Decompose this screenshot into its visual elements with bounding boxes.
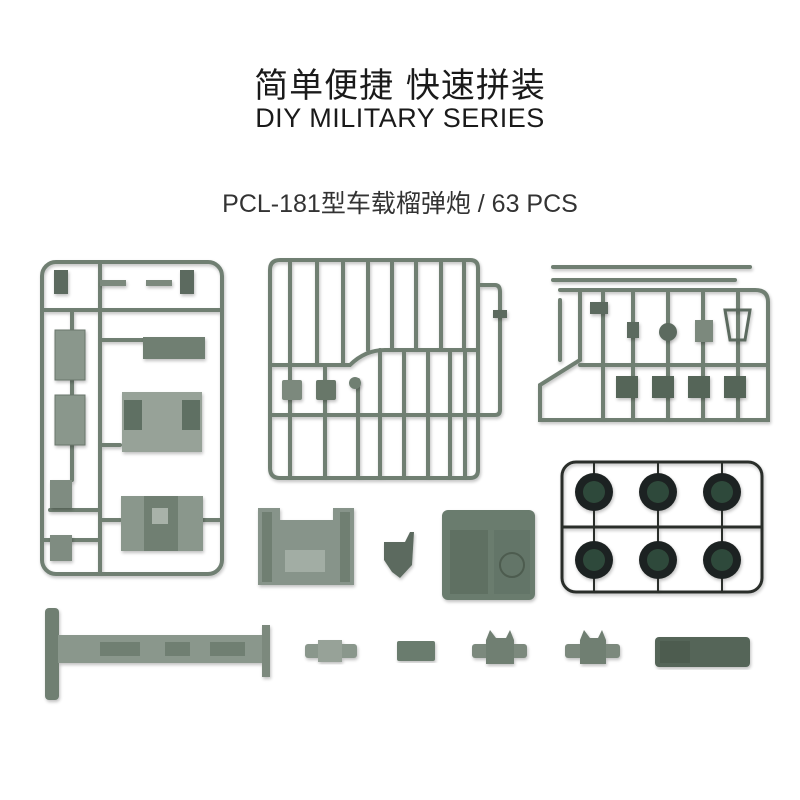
headline-english: DIY MILITARY SERIES bbox=[255, 103, 545, 133]
block-part bbox=[397, 641, 435, 661]
wheel bbox=[639, 473, 677, 511]
axle-part-1 bbox=[305, 640, 357, 662]
gun-base-part bbox=[655, 637, 750, 667]
cabin-body-part bbox=[442, 510, 535, 600]
cab-floor-part bbox=[258, 508, 354, 585]
wheel bbox=[703, 473, 741, 511]
seat-part bbox=[384, 532, 414, 578]
sprue-a bbox=[40, 260, 224, 576]
wheel bbox=[703, 541, 741, 579]
sprue-b bbox=[268, 258, 502, 480]
axle-part-3 bbox=[565, 630, 620, 664]
sprue-c bbox=[538, 265, 770, 422]
wheel bbox=[575, 541, 613, 579]
wheel-sprue bbox=[560, 460, 764, 594]
headline-chinese: 简单便捷 快速拼装 bbox=[254, 66, 546, 106]
sprue-a-parts bbox=[50, 270, 205, 561]
sprue-b-parts bbox=[282, 310, 507, 400]
sprue-c-parts bbox=[590, 302, 752, 398]
wheel bbox=[639, 541, 677, 579]
chassis-frame-part bbox=[45, 608, 270, 700]
wheel bbox=[575, 473, 613, 511]
product-subtitle: PCL-181型车载榴弹炮 / 63 PCS bbox=[222, 190, 578, 218]
axle-part-2 bbox=[472, 630, 527, 664]
